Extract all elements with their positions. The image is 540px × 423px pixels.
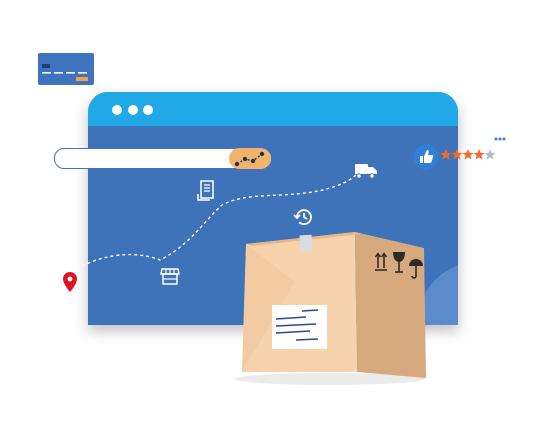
credit-card-icon bbox=[38, 53, 94, 85]
store-icon bbox=[160, 267, 180, 286]
thumbs-up-icon bbox=[413, 144, 439, 170]
keep-dry-umbrella-icon bbox=[408, 257, 424, 281]
window-dot bbox=[143, 105, 153, 115]
more-dots-icon bbox=[494, 137, 506, 141]
location-pin-icon bbox=[63, 272, 77, 292]
star-filled bbox=[441, 149, 452, 160]
history-icon bbox=[292, 207, 314, 227]
search-bar[interactable] bbox=[54, 148, 272, 169]
this-side-up-icon bbox=[375, 250, 388, 272]
truck-icon bbox=[354, 163, 378, 179]
receipt-icon bbox=[196, 180, 216, 202]
star-empty bbox=[484, 149, 496, 160]
star-filled bbox=[451, 149, 463, 160]
search-progress-pill bbox=[229, 148, 271, 170]
star-filled bbox=[462, 149, 474, 160]
rating-stars bbox=[441, 149, 497, 161]
window-dot bbox=[128, 105, 138, 115]
star-filled bbox=[473, 149, 485, 160]
window-dot bbox=[112, 105, 122, 115]
fragile-glass-icon bbox=[391, 251, 407, 275]
shipping-box bbox=[230, 222, 440, 392]
browser-titlebar bbox=[88, 92, 458, 126]
